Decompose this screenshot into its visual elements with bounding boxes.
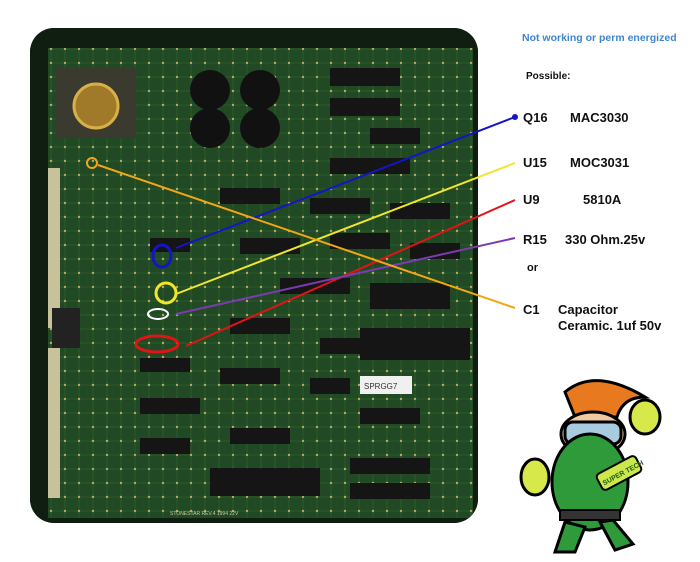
r15-line (175, 237, 516, 315)
q16-line (175, 116, 516, 249)
u15-line (175, 162, 516, 295)
part-ref-u9: U9 (523, 192, 540, 207)
status-note: Not working or perm energized (522, 32, 677, 44)
c1-line (97, 164, 516, 309)
mascot-illustration: SUPER TECH (519, 379, 662, 554)
u9-marker (134, 334, 180, 354)
r15-marker (147, 308, 169, 320)
possible-label: Possible: (526, 71, 571, 82)
q16-marker (151, 243, 173, 269)
part-value-r15: 330 Ohm.25v (565, 232, 646, 247)
part-value-c1-detail: Ceramic. 1uf 50v (558, 318, 662, 333)
part-ref-c1: C1 (523, 302, 540, 317)
or-label: or (527, 262, 538, 274)
part-ref-q16: Q16 (523, 110, 548, 125)
part-value-c1: Capacitor (558, 302, 618, 317)
c1-marker (86, 157, 98, 169)
part-value-u9: 5810A (583, 192, 622, 207)
q16-line-dot (512, 114, 518, 120)
part-ref-u15: U15 (523, 155, 547, 170)
part-value-u15: MOC3031 (570, 155, 630, 170)
part-ref-r15: R15 (523, 232, 547, 247)
u9-line (185, 199, 516, 347)
circuit-board-photo: SPRGG7 STONESTAR REV.4 1994 22V (30, 28, 478, 523)
part-value-q16: MAC3030 (570, 110, 629, 125)
super-tech-mascot: SUPER TECH (505, 372, 675, 562)
chip-marking-text: SPRGG7 (364, 382, 398, 391)
circuit-board-illustration: SPRGG7 STONESTAR REV.4 1994 22V (30, 28, 478, 523)
board-silkscreen-text: STONESTAR REV.4 1994 22V (170, 511, 239, 517)
